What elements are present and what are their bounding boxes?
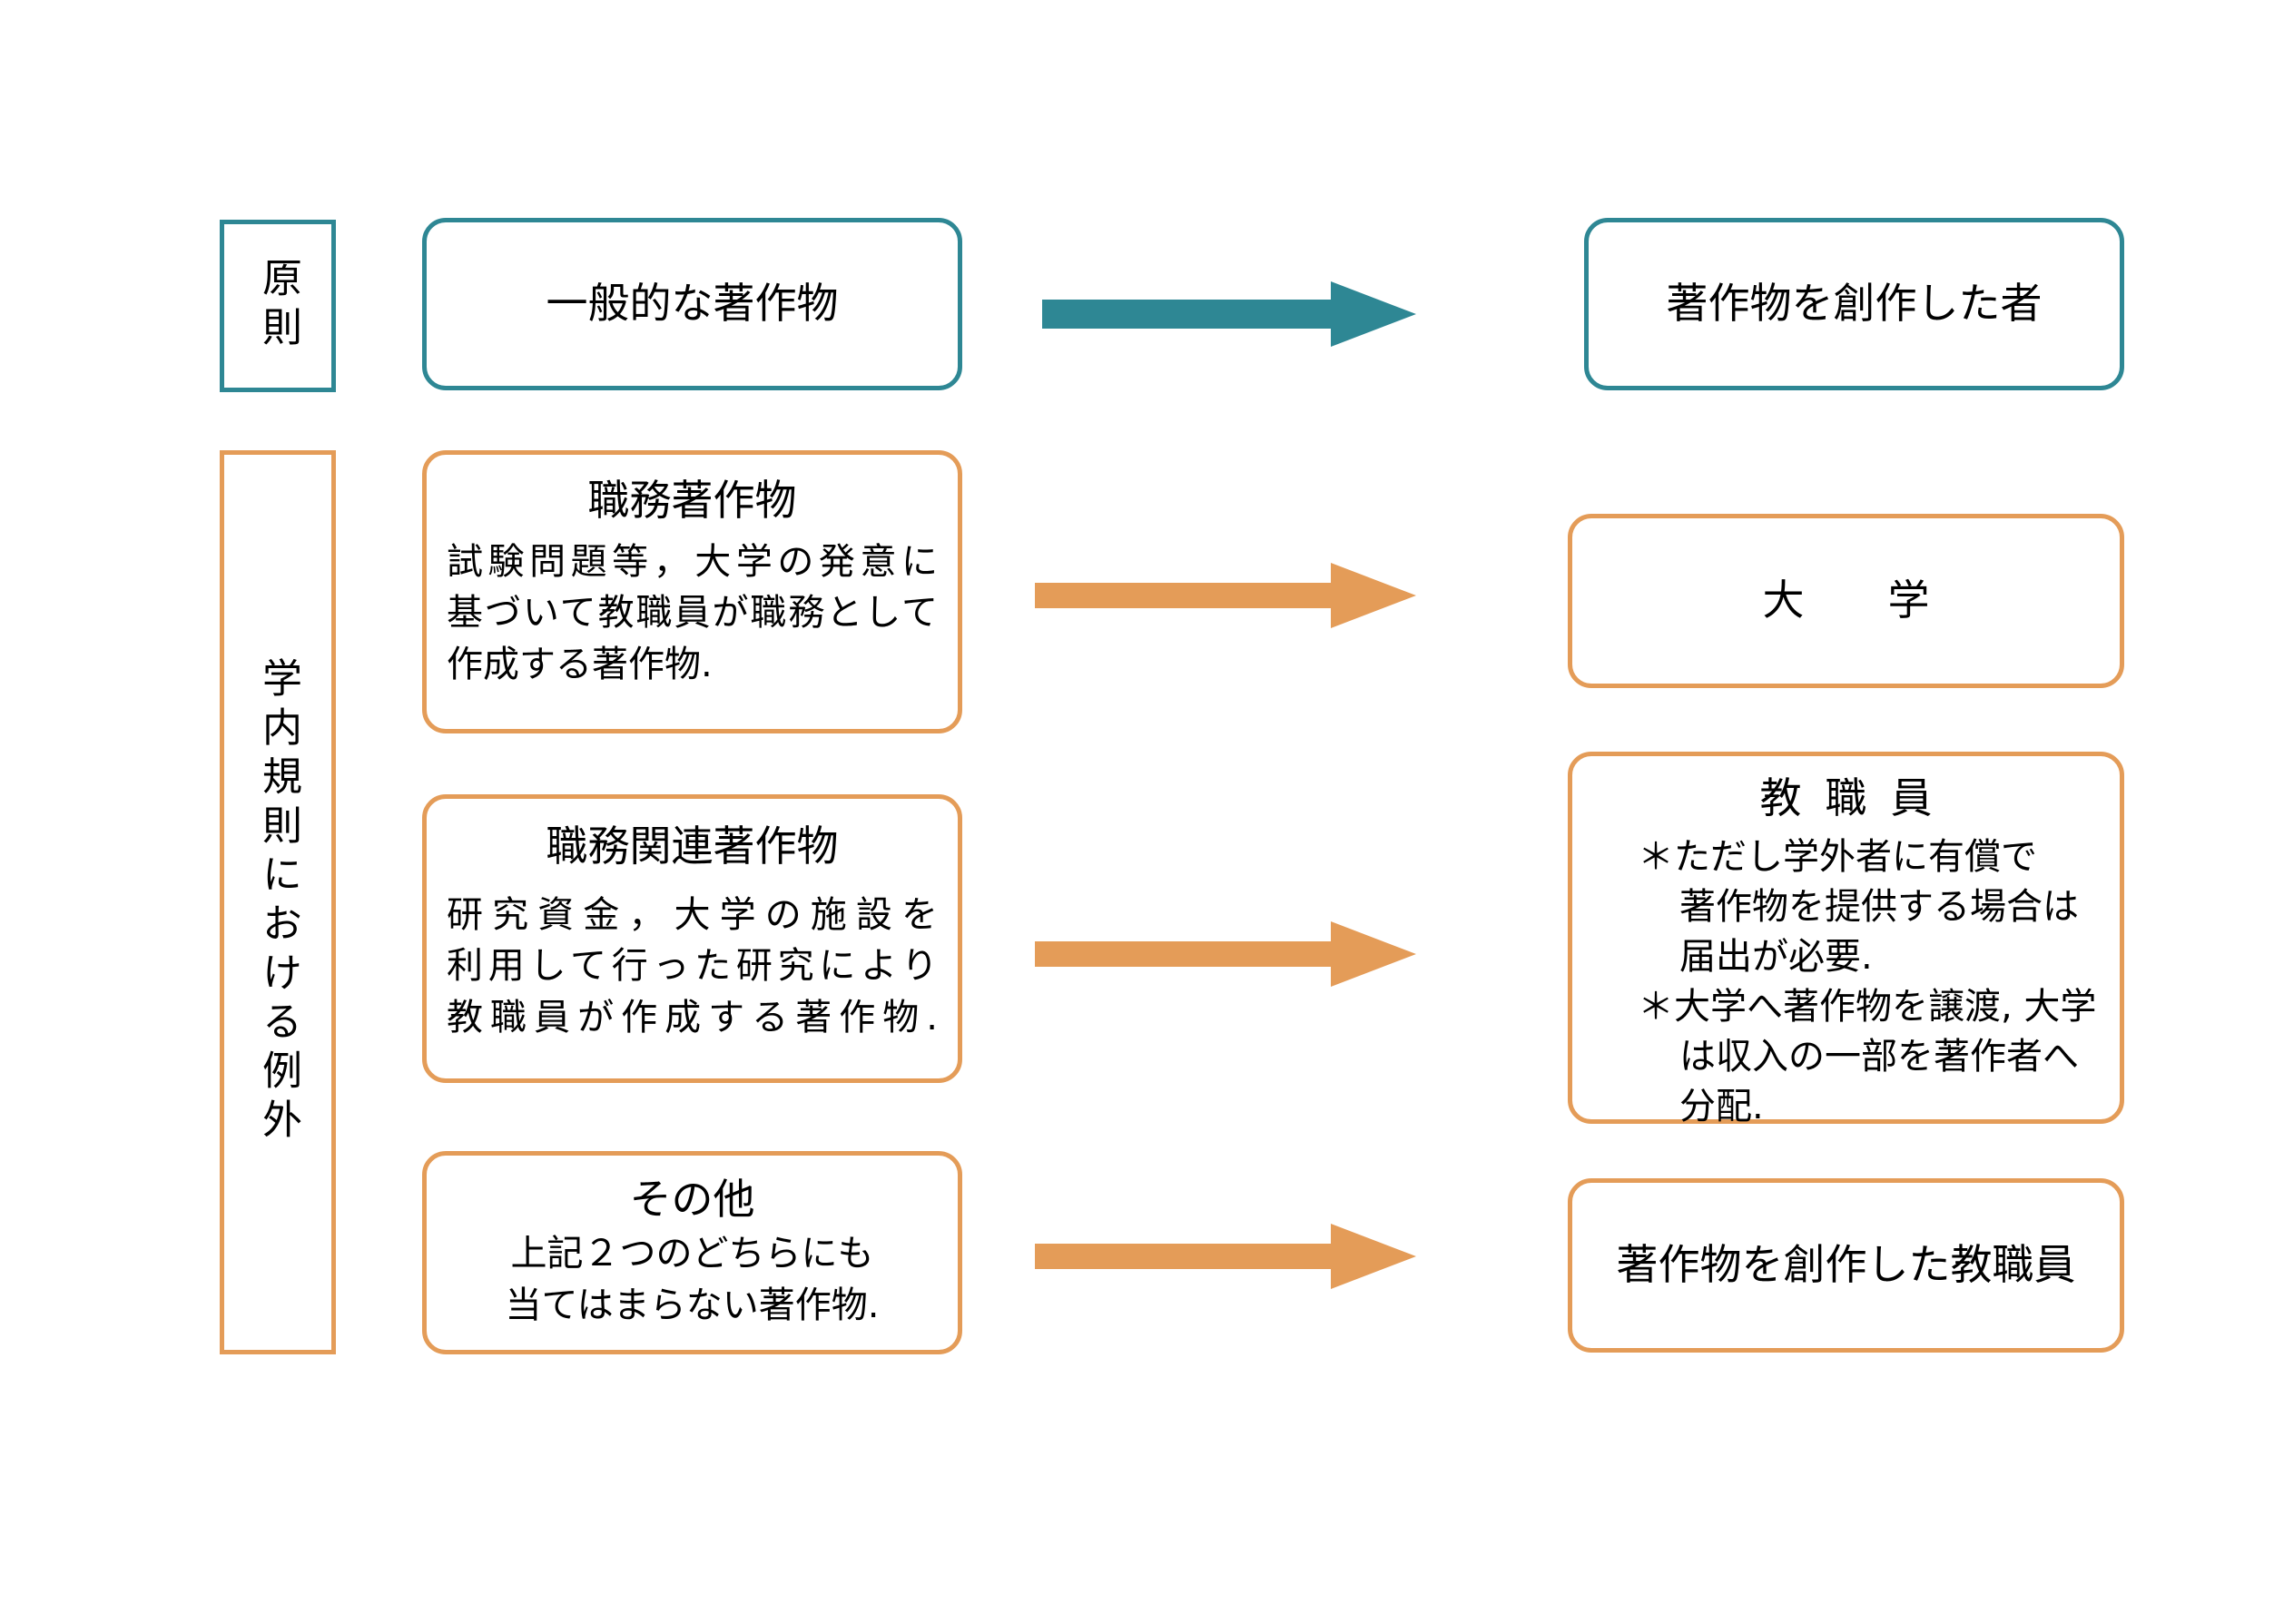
target-box-faculty-staff: 教職員 ＊ただし学外者に有償で 著作物を提供する場合は 届出が必要. ＊大学へ著…: [1568, 752, 2124, 1127]
body-line: 研究資金，大学の施設を: [447, 893, 938, 936]
note-line: ＊ただし学外者に有償で: [1638, 835, 2037, 878]
source-body-work-related: 研究資金，大学の施設を 利用して行った研究により 教職員が作成する著作物.: [427, 890, 958, 1044]
source-box-work-made-for-hire: 職務著作物 試験問題等，大学の発意に 基づいて教職員が職務として 作成する著作物…: [422, 450, 962, 733]
source-box-work-related: 職務関連著作物 研究資金，大学の施設を 利用して行った研究により 教職員が作成す…: [422, 794, 962, 1083]
source-box-other-works: その他 上記２つのどちらにも 当てはまらない著作物.: [422, 1151, 962, 1354]
source-title-other-works: その他: [629, 1175, 755, 1225]
body-line: 当てはまらない著作物.: [505, 1284, 880, 1326]
target-notes-faculty-staff: ＊ただし学外者に有償で 著作物を提供する場合は 届出が必要. ＊大学へ著作物を譲…: [1572, 832, 2120, 1133]
arrow-right-orange-row4: [1035, 1224, 1416, 1289]
source-title-work-made-for-hire: 職務著作物: [587, 476, 797, 525]
note-item: ＊ただし学外者に有償で 著作物を提供する場合は 届出が必要.: [1596, 832, 2103, 983]
note-line: ＊大学へ著作物を譲渡, 大学: [1638, 986, 2097, 1029]
target-box-university: 大 学: [1568, 514, 2124, 688]
arrow-right-teal: [1042, 281, 1416, 347]
note-line: は収入の一部を著作者へ: [1679, 1036, 2079, 1078]
source-body-work-made-for-hire: 試験問題等，大学の発意に 基づいて教職員が職務として 作成する著作物.: [427, 536, 958, 691]
category-label-principle-text: 原則: [255, 257, 301, 355]
source-title-work-related: 職務関連著作物: [546, 822, 839, 871]
source-box-general-work: 一般的な著作物: [422, 218, 962, 390]
arrow-right-orange-row3: [1035, 921, 1416, 987]
target-title-faculty-staff: 教職員: [1759, 773, 1956, 822]
body-line: 利用して行った研究により: [447, 945, 938, 988]
category-label-exception-text: 学内規則における例外: [255, 657, 301, 1147]
source-title-general-work: 一般的な著作物: [546, 279, 839, 329]
body-line: 基づいて教職員が職務として: [447, 592, 938, 635]
target-title-general-work: 著作物を創作した者: [1666, 279, 2043, 329]
category-label-exception: 学内規則における例外: [220, 450, 336, 1354]
target-title-university: 大 学: [1762, 576, 1930, 625]
note-line: 届出が必要.: [1679, 935, 1873, 978]
note-line: 著作物を提供する場合は: [1679, 885, 2079, 928]
body-line: 作成する著作物.: [447, 644, 713, 686]
category-label-principle: 原則: [220, 220, 336, 392]
note-line: 分配.: [1679, 1086, 1764, 1128]
target-box-general-work: 著作物を創作した者: [1584, 218, 2124, 390]
arrow-right-orange-row2: [1035, 563, 1416, 628]
target-box-creator-faculty-staff: 著作物を創作した教職員: [1568, 1178, 2124, 1353]
source-body-other-works: 上記２つのどちらにも 当てはまらない著作物.: [427, 1228, 958, 1332]
target-title-creator-faculty-staff: 著作物を創作した教職員: [1616, 1240, 2076, 1290]
body-line: 上記２つのどちらにも: [510, 1232, 874, 1275]
body-line: 教職員が作成する著作物.: [447, 997, 938, 1039]
note-item: ＊大学へ著作物を譲渡, 大学 は収入の一部を著作者へ 分配.: [1596, 982, 2103, 1133]
body-line: 試験問題等，大学の発意に: [447, 540, 938, 583]
